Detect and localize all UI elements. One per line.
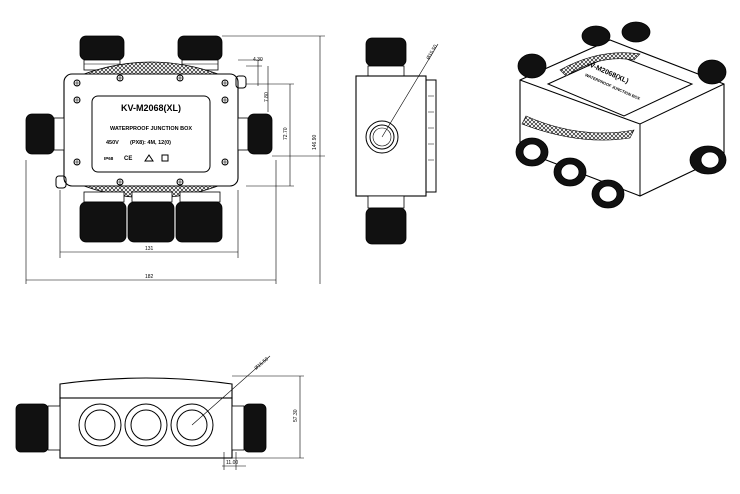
- side-port: [365, 120, 399, 154]
- svg-text:72.70: 72.70: [283, 127, 289, 140]
- right-gland: [237, 113, 273, 155]
- screw-holes: [73, 74, 229, 186]
- svg-text:57.30: 57.30: [293, 409, 299, 422]
- svg-text:11.00: 11.00: [226, 460, 238, 466]
- mount-tab-right: [235, 75, 247, 89]
- model-text: KV-M2068(XL): [121, 103, 181, 113]
- left-gland: [25, 113, 65, 155]
- svg-text:Ø15.50: Ø15.50: [426, 44, 440, 61]
- iso-body: [519, 39, 725, 197]
- bottom-body: [59, 397, 233, 459]
- warning-icon: [144, 154, 154, 162]
- top-knurl: [83, 61, 219, 75]
- ip-text: IP68: [104, 156, 114, 161]
- title-text: WATERPROOF JUNCTION BOX: [110, 126, 192, 132]
- iso-label-plate: [546, 53, 694, 117]
- svg-text:Ø15.50: Ø15.50: [253, 356, 270, 371]
- rating-text: 450V: [106, 140, 119, 146]
- label-plate: [91, 95, 211, 173]
- spec-text: (PX8): 4M, 12(0): [130, 140, 171, 146]
- svg-text:182: 182: [145, 274, 154, 280]
- svg-text:7.80: 7.80: [264, 92, 270, 102]
- front-dimensions: 4.30 7.80 72.70 146.90 131 182: [25, 35, 325, 284]
- ground-icon: [161, 154, 169, 162]
- front-view: KV-M2068(XL) WATERPROOF JUNCTION BOX 450…: [25, 35, 325, 284]
- bottom-glands: [79, 191, 223, 243]
- bottom-view: Ø15.50 57.30 11.00: [15, 355, 304, 470]
- svg-text:4.30: 4.30: [253, 57, 263, 63]
- svg-text:131: 131: [145, 246, 154, 252]
- side-view: Ø15.50: [355, 37, 440, 245]
- svg-text:146.90: 146.90: [312, 134, 318, 150]
- mount-tab-left: [55, 175, 67, 189]
- iso-view: KV-M2068(XL) WATERPROOF JUNCTION BOX: [515, 21, 727, 209]
- ce-mark: CE: [124, 156, 132, 162]
